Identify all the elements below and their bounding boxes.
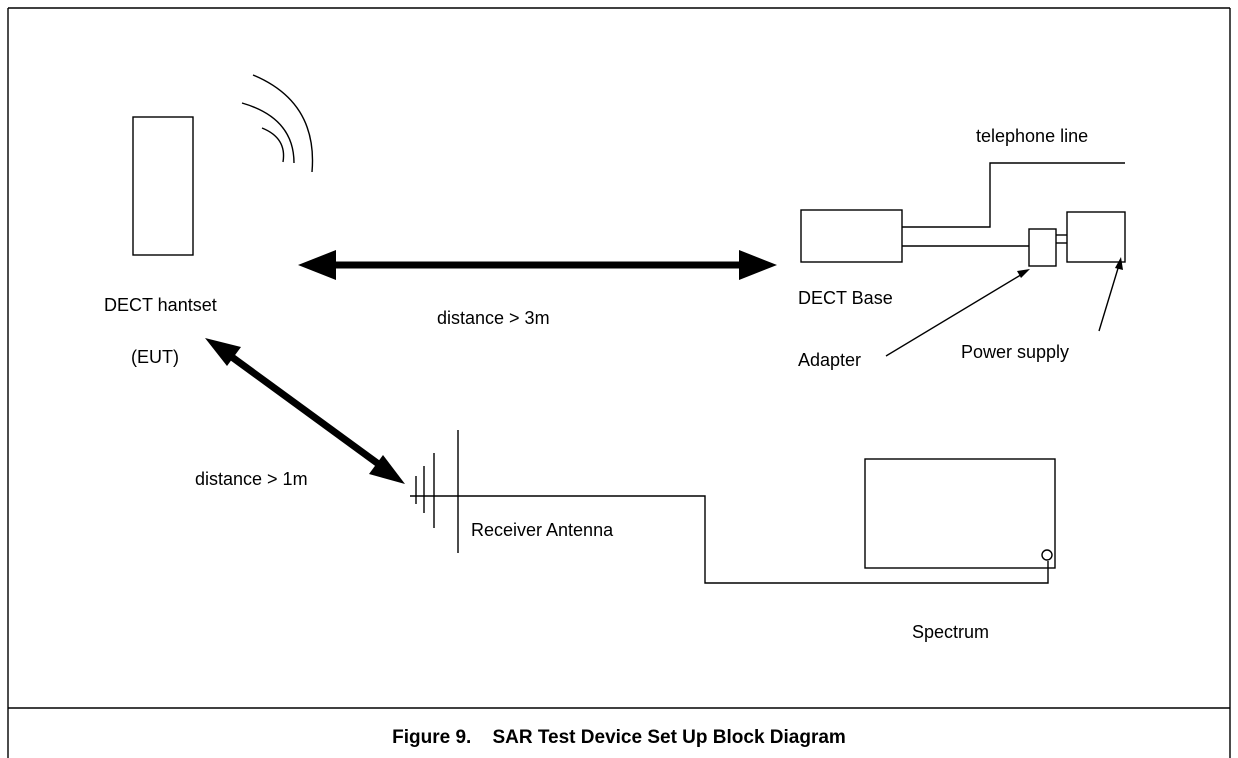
handset-label: DECT hantset <box>104 295 217 315</box>
handset-box <box>132 116 194 256</box>
base-label: DECT Base <box>798 288 893 308</box>
spectrum-input-port <box>1041 549 1053 561</box>
power-supply-pointer-arrow <box>1098 257 1123 332</box>
receiver-antenna-label: Receiver Antenna <box>471 520 614 540</box>
distance-3m-label: distance > 3m <box>437 308 550 328</box>
power-supply-box <box>1066 211 1126 263</box>
adapter-box <box>1028 228 1057 267</box>
adapter-label: Adapter <box>798 350 861 370</box>
radio-waves-icon <box>241 74 314 173</box>
eut-label: (EUT) <box>131 347 179 367</box>
antenna-cable <box>410 495 1049 584</box>
power-supply-label: Power supply <box>961 342 1069 362</box>
distance-1m-label: distance > 1m <box>195 469 308 489</box>
base-box <box>800 209 903 263</box>
receiver-antenna-icon <box>415 430 459 553</box>
telephone-line-label: telephone line <box>976 126 1088 146</box>
adapter-pointer-arrow <box>885 269 1030 357</box>
telephone-line <box>902 162 1125 228</box>
spectrum-box <box>864 458 1056 569</box>
spectrum-label: Spectrum <box>912 622 989 642</box>
distance-3m-arrow <box>298 250 777 280</box>
diagram-frame <box>7 7 1231 758</box>
distance-1m-arrow <box>205 338 405 484</box>
figure-caption: Figure 9. SAR Test Device Set Up Block D… <box>392 727 846 748</box>
